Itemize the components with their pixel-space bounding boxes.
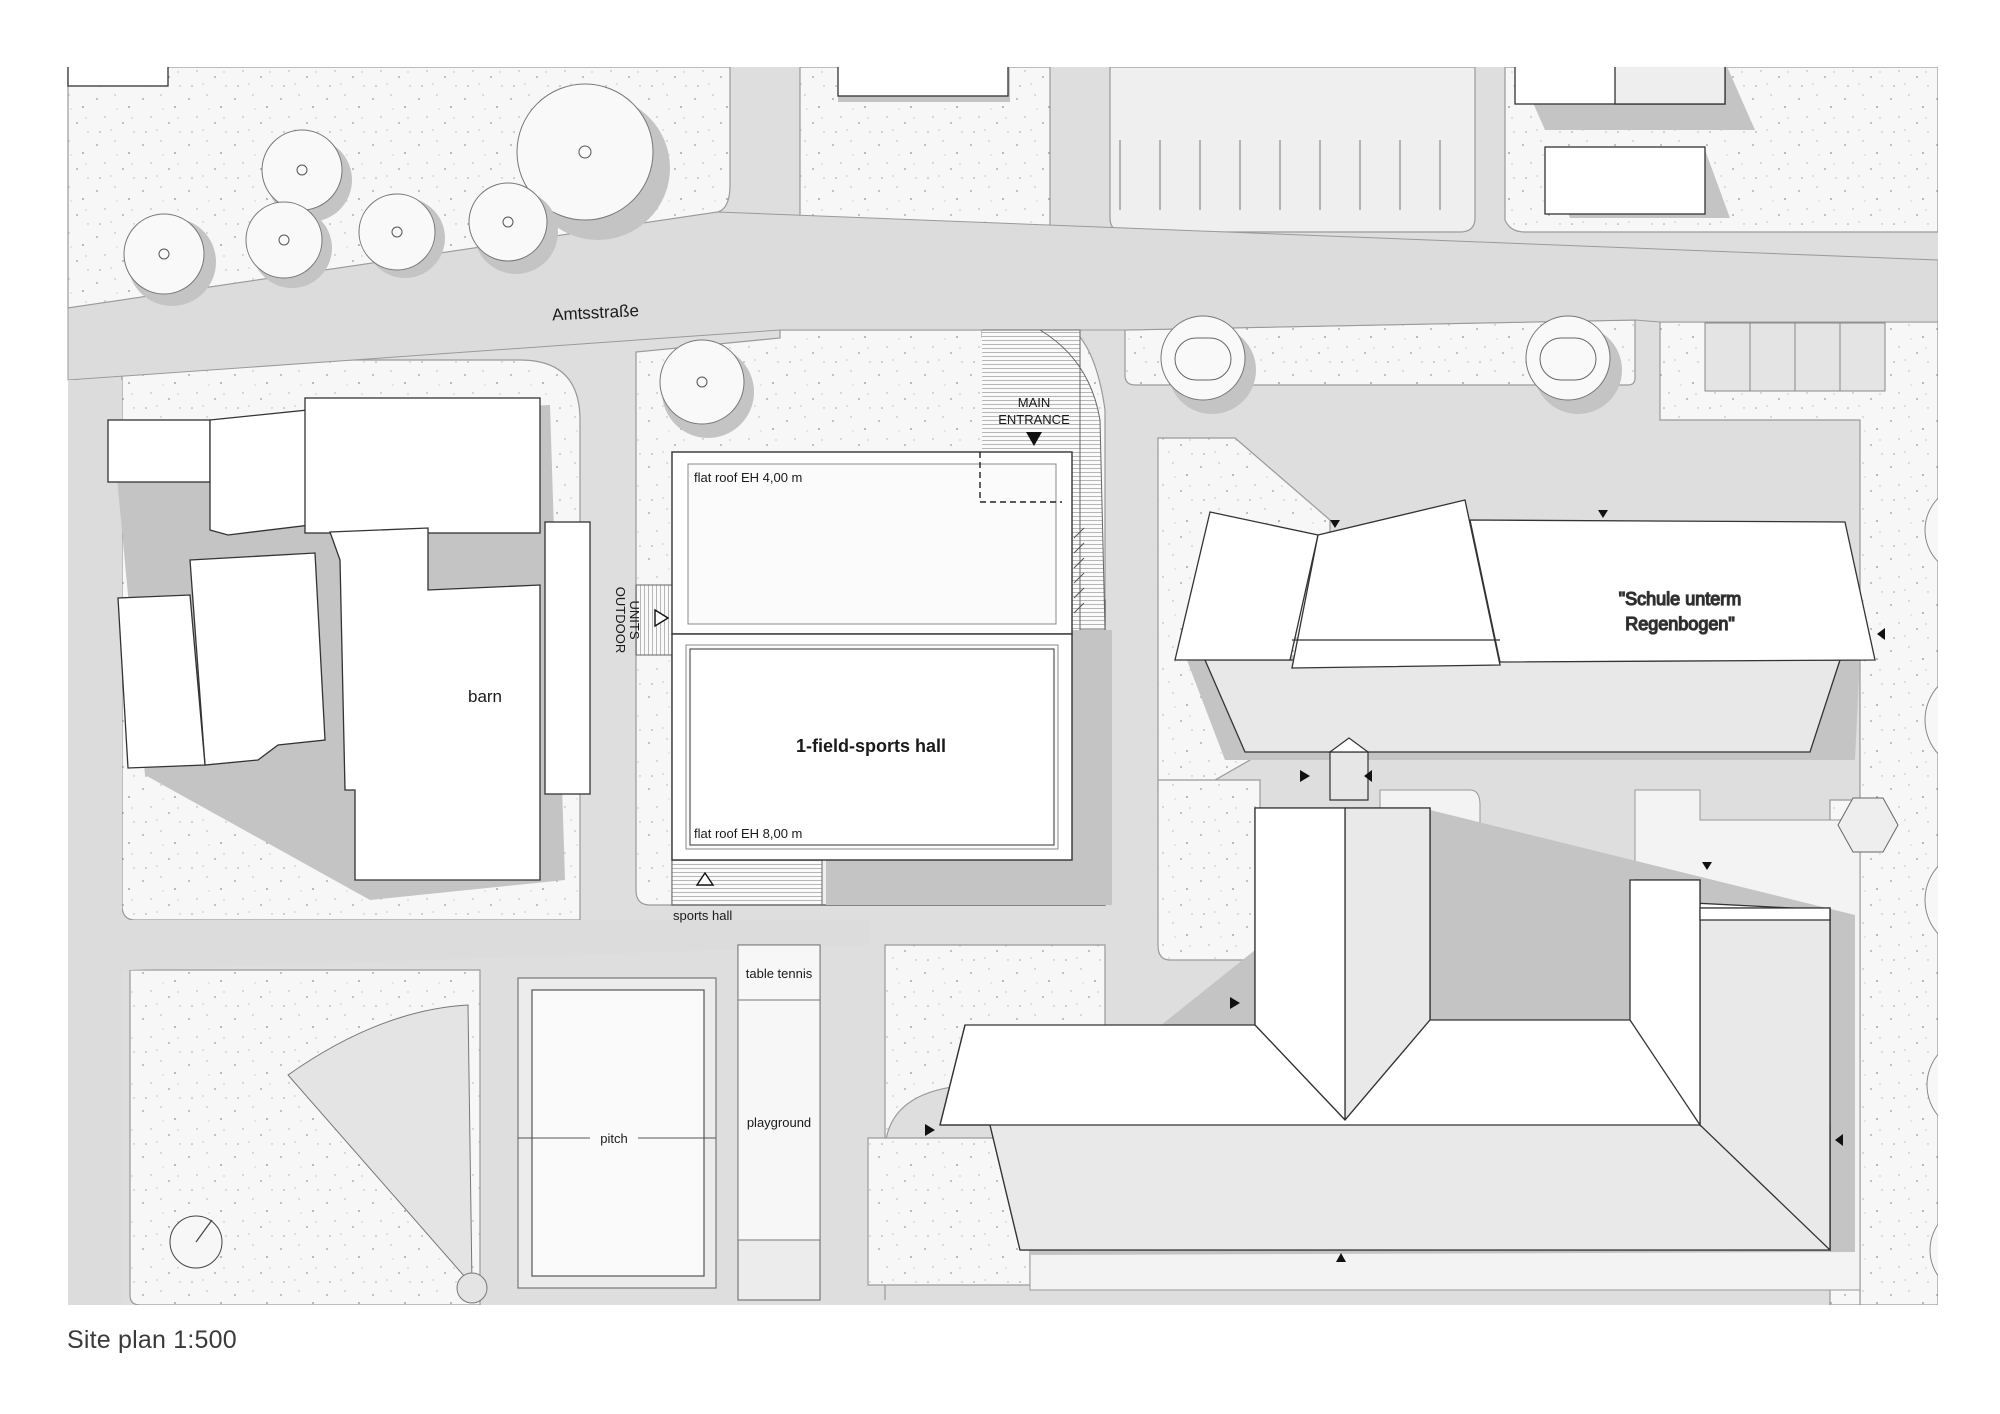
school-north-wing: "Schule unterm Regenbogen" [1174, 499, 1876, 760]
tree-icon [1525, 315, 1622, 414]
tree-icon [468, 182, 558, 274]
road-south [122, 920, 870, 970]
hexagon-feature [1837, 797, 1899, 853]
svg-text:OUTDOOR: OUTDOOR [613, 587, 628, 653]
road-left [68, 380, 122, 1305]
tree-icon [659, 339, 754, 438]
tree-icon [245, 201, 332, 288]
outdoor-units-entry-arrow-icon [654, 608, 670, 628]
main-entrance-label-line1: MAIN [1018, 395, 1051, 410]
pitch-label-bg [590, 1128, 638, 1148]
school-entrance-arrows [925, 510, 1885, 1262]
tree-icon [358, 193, 445, 278]
school-label-line2: Regenbogen" [1625, 614, 1735, 634]
school-bridge [1328, 737, 1370, 801]
barn-complex [107, 397, 591, 900]
svg-text:UNITS: UNITS [627, 601, 642, 640]
entrance-arrow-icon [1364, 770, 1372, 782]
entrance-arrow-icon [925, 1124, 935, 1136]
entrance-arrow-icon [1598, 510, 1608, 518]
entrance-arrow-icon [1835, 1134, 1843, 1146]
entrance-arrow-icon [1230, 997, 1240, 1009]
stair-marks [1073, 527, 1085, 614]
playground-label: playground [747, 1115, 811, 1130]
garden-feature [169, 1004, 488, 1304]
entrance-arrow-icon [1702, 862, 1712, 870]
entrance-arrow-icon [1877, 628, 1885, 640]
entrance-arrow-icon [1330, 520, 1340, 528]
entrance-arrow-icon [1336, 1253, 1346, 1262]
main-entrance-arrow-icon [1026, 432, 1042, 446]
street-label: Amtsstraße [552, 301, 640, 325]
main-entrance-label-line2: ENTRANCE [998, 412, 1070, 427]
sports-hall-entry-arrow-icon [695, 871, 715, 886]
barn-label: barn [468, 687, 502, 706]
south-walkway-hatch [671, 859, 823, 906]
school-label-line1: "Schule unterm [1619, 589, 1741, 609]
tree-icon [516, 83, 670, 240]
sports-hall-entry-label: sports hall [673, 908, 732, 923]
parking-stalls-top [1119, 140, 1441, 210]
tree-icon [261, 129, 352, 222]
sports-hall-label: 1-field-sports hall [796, 736, 946, 756]
school-south-wing [939, 807, 1855, 1255]
site-plan-caption: Site plan 1:500 [67, 1326, 237, 1354]
buildings-top [67, 61, 1755, 218]
pitch-label: pitch [600, 1131, 627, 1146]
sports-hall [635, 329, 1112, 906]
parking-stalls-right [1704, 322, 1886, 392]
main-entrance-outline [979, 452, 1062, 503]
page-margin-top [0, 0, 2000, 67]
table-tennis-label: table tennis [746, 966, 813, 981]
flat-roof-low-label: flat roof EH 4,00 m [694, 470, 802, 485]
page-margin-bottom [0, 1305, 2000, 1414]
page-margin-right [1938, 0, 2000, 1414]
tree-icon [1160, 315, 1256, 414]
trees-top-left [123, 83, 1622, 438]
entrance-arrow-icon [1300, 770, 1310, 782]
sports-fields [517, 944, 821, 1301]
tree-icon [123, 213, 216, 306]
outdoor-units-label: OUTDOOR UNITS [613, 587, 642, 653]
flat-roof-high-label: flat roof EH 8,00 m [694, 826, 802, 841]
